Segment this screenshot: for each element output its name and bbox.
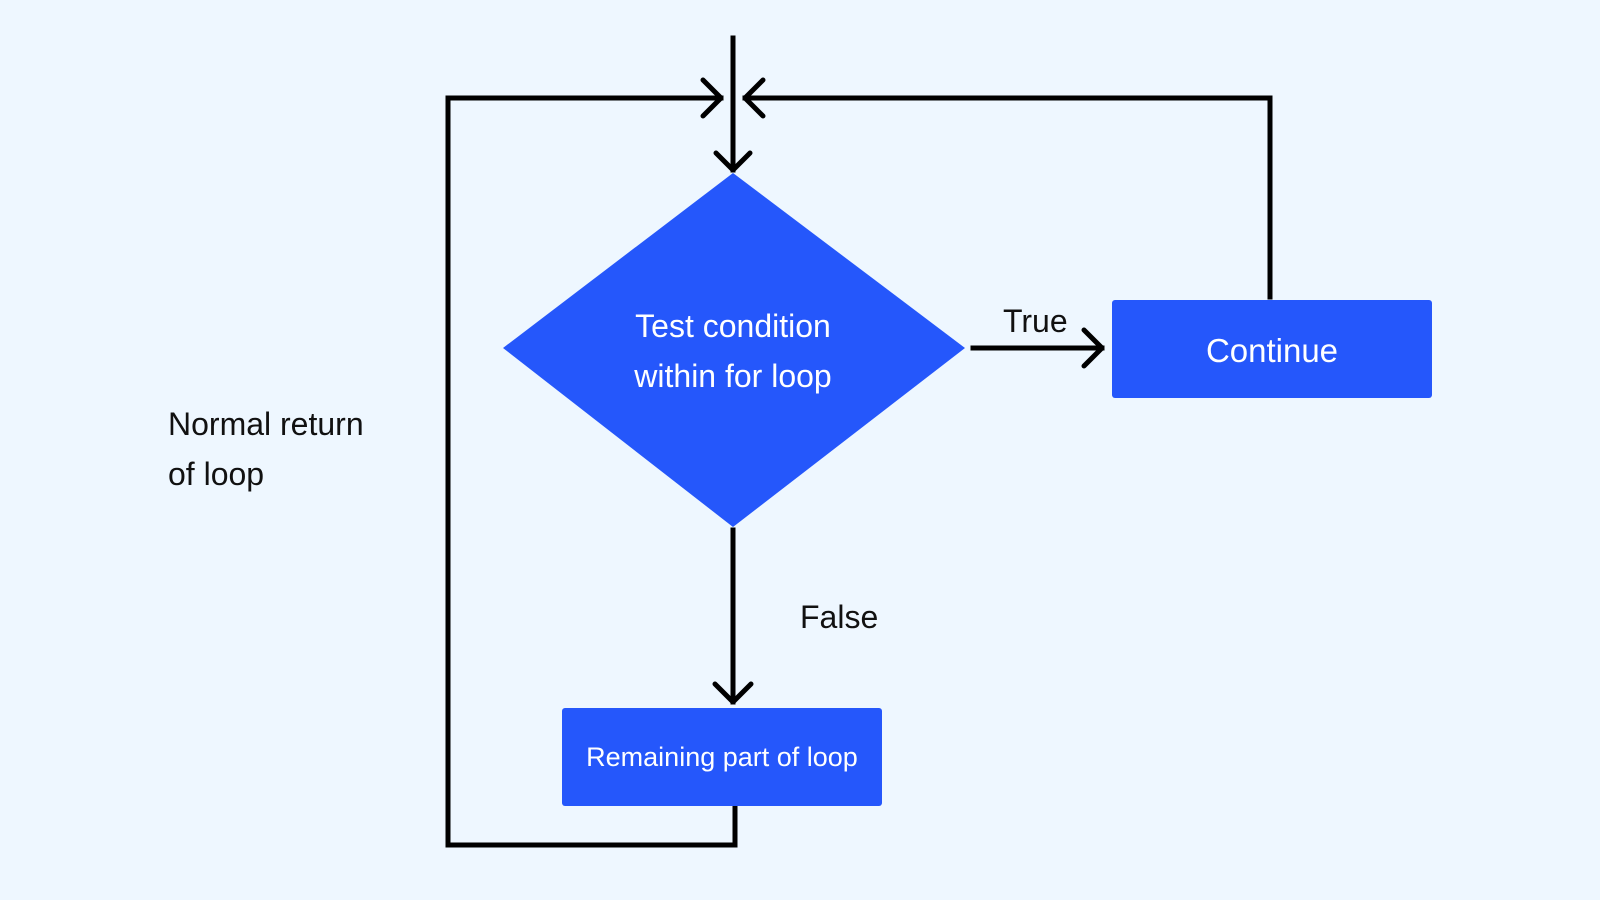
arrowhead-entry [713, 150, 753, 173]
remaining-box [562, 708, 882, 806]
remaining-node: Remaining part of loop [562, 708, 882, 806]
arrowhead-false [712, 681, 754, 705]
decision-node: Test condition within for loop [503, 173, 965, 527]
continue-label: Continue [1206, 332, 1338, 369]
false-label: False [800, 599, 878, 635]
decision-label-line1: Test condition [635, 308, 831, 344]
continue-box [1112, 300, 1432, 398]
decision-label-line2: within for loop [633, 358, 831, 394]
edge-continue-to-decision [742, 77, 1273, 300]
decision-diamond [503, 173, 965, 527]
remaining-label: Remaining part of loop [586, 742, 858, 772]
arrowhead-normal-return [700, 77, 724, 119]
normal-return-label-line2: of loop [168, 456, 264, 492]
true-label: True [1003, 303, 1068, 339]
edge-true [970, 327, 1105, 369]
arrowhead-continue-return [742, 77, 766, 119]
normal-return-label-line1: Normal return [168, 406, 364, 442]
edge-false [712, 527, 754, 705]
arrowhead-true [1081, 327, 1105, 369]
edge-remaining-to-decision [445, 77, 738, 848]
continue-node: Continue [1112, 300, 1432, 398]
edge-entry-to-decision [713, 35, 753, 173]
